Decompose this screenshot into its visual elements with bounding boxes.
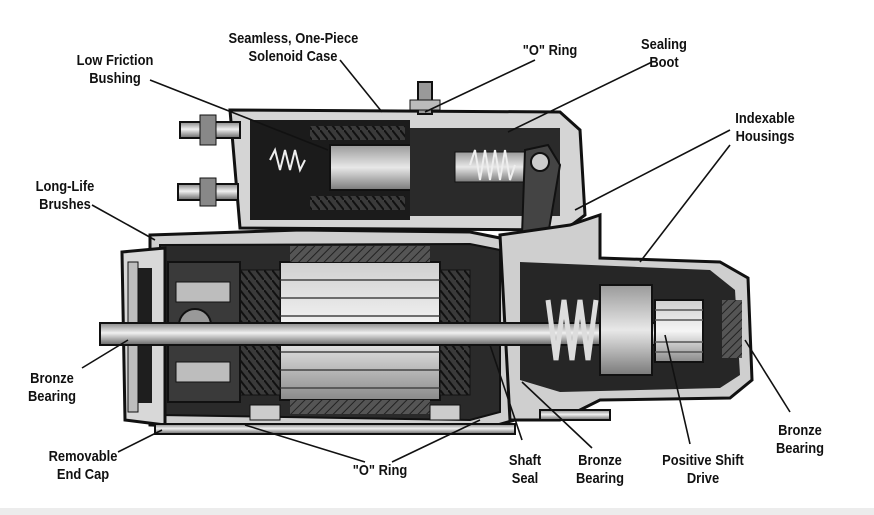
label-bronze-bearing-left: Bronze Bearing <box>19 370 84 406</box>
label-line: Brushes <box>39 196 91 213</box>
label-line: Sealing <box>641 36 687 53</box>
label-line: Seal <box>511 470 539 487</box>
label-line: Bushing <box>89 70 141 87</box>
label-line: End Cap <box>56 466 110 483</box>
label-line: Housings <box>735 128 795 145</box>
label-line: Drive <box>686 470 720 487</box>
label-line: Indexable <box>735 110 795 127</box>
label-line: Bearing <box>575 470 625 487</box>
bottom-strip <box>0 508 874 515</box>
label-line: Boot <box>649 54 679 71</box>
label-line: Bearing <box>27 388 77 405</box>
label-long-life-brushes: Long-Life Brushes <box>28 178 102 214</box>
label-o-ring-bottom: "O" Ring <box>346 462 415 480</box>
label-line: Bearing <box>775 440 825 457</box>
label-bronze-bearing-right: Bronze Bearing <box>767 422 832 458</box>
label-line: Long-Life <box>35 178 95 195</box>
label-line: Solenoid Case <box>248 48 338 65</box>
solenoid-case <box>228 108 587 232</box>
label-line: Bronze <box>30 370 74 387</box>
terminal-studs <box>177 81 441 207</box>
label-bronze-bearing-bottom: Bronze Bearing <box>567 452 632 488</box>
label-line: Seamless, One-Piece <box>228 30 359 47</box>
label-indexable-housings: Indexable Housings <box>726 110 803 146</box>
label-line: "O" Ring <box>352 462 408 479</box>
label-line: Removable <box>48 448 118 465</box>
drive-assembly <box>545 284 742 376</box>
label-line: Bronze <box>578 452 622 469</box>
label-sealing-boot: Sealing Boot <box>633 36 695 72</box>
label-line: Positive Shift <box>662 452 744 469</box>
label-low-friction-bushing: Low Friction Bushing <box>68 52 163 88</box>
label-o-ring-top: "O" Ring <box>516 42 585 60</box>
leader-lines <box>81 59 791 463</box>
label-removable-end-cap: Removable End Cap <box>46 448 120 484</box>
label-shaft-seal: Shaft Seal <box>499 452 551 488</box>
label-solenoid-case: Seamless, One-Piece Solenoid Case <box>228 30 359 66</box>
label-line: Bronze <box>778 422 822 439</box>
label-line: Shaft <box>508 452 542 469</box>
label-line: "O" Ring <box>522 42 578 59</box>
label-line: Low Friction <box>76 52 154 69</box>
through-bolts <box>154 404 611 435</box>
label-positive-shift-drive: Positive Shift Drive <box>656 452 751 488</box>
